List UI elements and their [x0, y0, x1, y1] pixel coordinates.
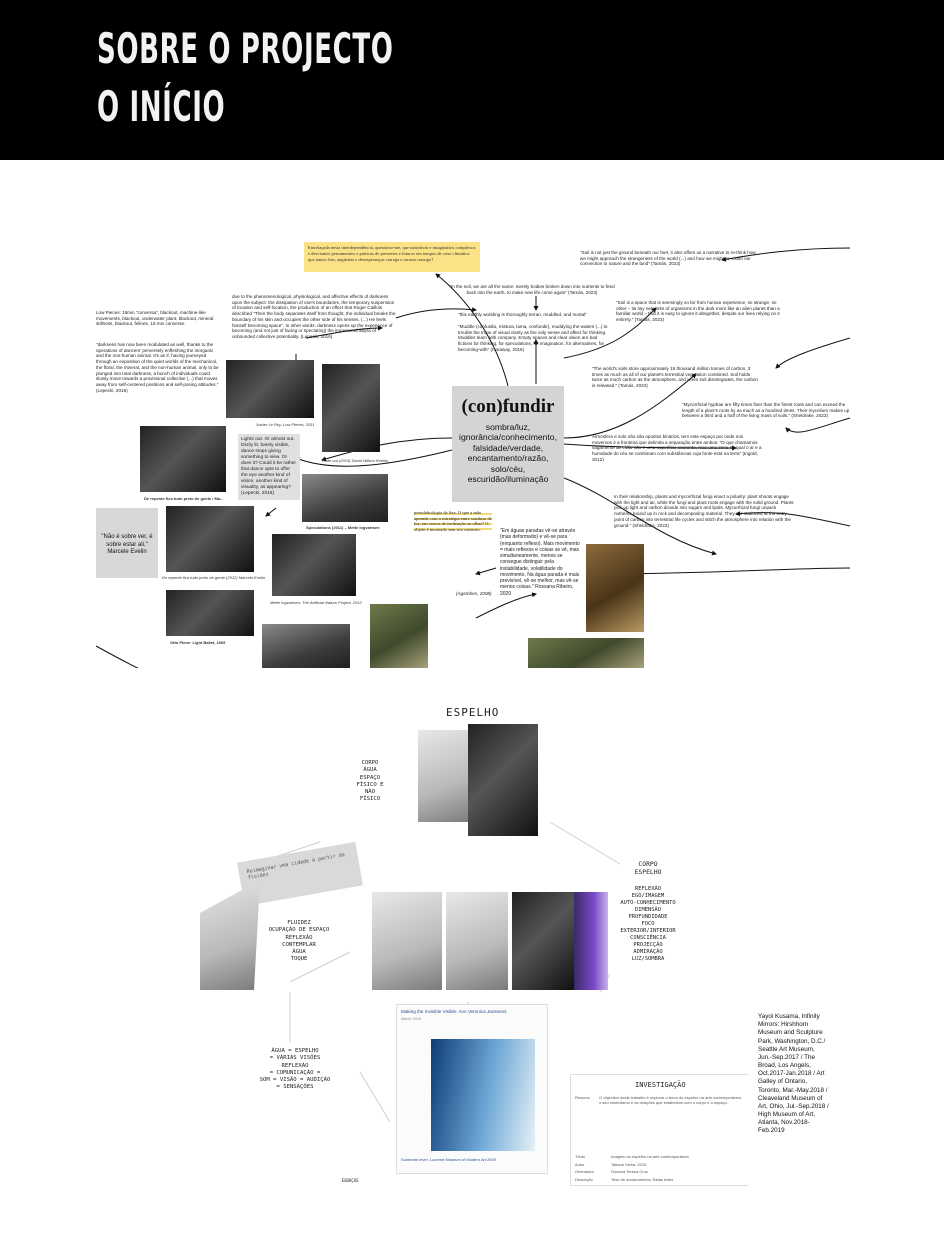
note-soil-space: "Soil is a space that is seemingly so fa… [616, 300, 780, 323]
resumo-label: Resumo [575, 1095, 590, 1100]
note-atmosfera: Atmosfera e solo não são opostos binário… [592, 434, 762, 462]
photo-spheres [262, 624, 350, 668]
research-title: INVESTIGAÇÃO [635, 1081, 686, 1089]
web-article-date: March 2019 [401, 1017, 422, 1021]
table-values: Imagem do espelho na arte contemporânea … [611, 1153, 689, 1183]
espelho-title: ESPELHO [446, 706, 500, 719]
note-low-pieces: Low Pieces: 15min "conversa", blackout, … [96, 310, 214, 327]
resumo-text: O objectivo deste trabalho é explorar o … [599, 1095, 742, 1106]
pair-3: falsidade/verdade, [472, 442, 544, 453]
note-in-the-soil: "In the soil, we are all the same: merel… [449, 284, 615, 295]
note-relationship: In their relationship, plants and mycorr… [614, 494, 794, 528]
photo-de-repente [140, 426, 226, 492]
photo-body-soil [370, 604, 428, 668]
note-carbon: "The world's soils store approximately 1… [592, 366, 758, 389]
center-word: (con)fundir [461, 396, 555, 417]
pair-6: escuridão/iluminação [467, 474, 549, 485]
table-labels: Título Autor Orientador Descrição [575, 1153, 594, 1183]
caption-speculations: Speculations (2011) – Mette Ingvartsen [306, 525, 380, 530]
kusama-caption: Yayoi Kusama, Infinity Mirrors: Hirshhor… [758, 1013, 829, 1135]
center-concept-card: (con)fundir sombra/luz, ignorância/conhe… [452, 386, 564, 502]
caption-de-repente: De repente fica tudo preto de gente / Ma… [144, 496, 224, 501]
value-titulo: Imagem do espelho na arte contemporânea [611, 1154, 689, 1159]
center-pairs: sombra/luz, ignorância/conhecimento, fal… [452, 422, 564, 485]
mind-map-arrows [96, 247, 850, 668]
note-hyphae: "Mycorrhizal hyphae are fifty times fine… [682, 402, 850, 419]
page-header: SOBRE O PROJECTO O INÍCIO [0, 0, 944, 160]
footer-small-label: ESBOÇOS [341, 1178, 359, 1183]
note-aguas: "Em águas paradas vê-se através (mas def… [500, 528, 580, 597]
label-equation: ÁGUA = ESPELHO = VÁRIAS VISÕES REFLEXÃO … [259, 1048, 331, 1091]
note-lights-out: Lights out. Or almost out. Dimly lit, ba… [241, 437, 296, 496]
caption-artificial-nature: Mette Ingvartsen, The Artificial Nature … [270, 600, 362, 605]
photo-blue-panels [431, 1039, 535, 1151]
photo-mirror-floor [468, 724, 538, 836]
label-fluidez: FLUIDEZ OCUPAÇÃO DE ESPAÇO REFLEXÃO CONT… [268, 920, 330, 963]
label-orientador: Orientador [575, 1169, 594, 1175]
label-concepts: REFLEXÃO EGO/IMAGEM AUTO-CONHECIMENTO DI… [620, 886, 676, 963]
label-titulo: Título [575, 1154, 586, 1159]
value-autor: Tatiana Vieira, 2015 [611, 1161, 647, 1167]
photo-speculations [302, 474, 388, 522]
pair-5: solo/céu, [490, 463, 526, 474]
web-article-title: Making the Invisible Visible: Ann Veroni… [401, 1009, 507, 1014]
label-corpo-agua: CORPO ÁGUA ESPAÇO FÍSICO E NÃO FÍSICO [356, 760, 384, 803]
photo-landscape [528, 638, 644, 668]
note-earthly: "this earthly worlding is thoroughly ter… [458, 312, 587, 317]
caption-light-ballet: Otto Piene: Light Ballet, 1969 [170, 640, 226, 645]
yellow-highlight-note: Entrelaçada nesta interdependência, ques… [304, 242, 480, 272]
note-darkness: "darkness has now been modulated as well… [96, 342, 219, 393]
pair-2: ignorância/conhecimento, [459, 432, 557, 443]
espelho-section: ESPELHO CORPO ÁGUA ESPAÇO FÍSICO E NÃO F… [200, 702, 748, 1186]
photo-mirror-hand [418, 730, 474, 822]
header-title: SOBRE O PROJECTO [97, 24, 394, 73]
photo-gallery-4 [574, 892, 608, 990]
label-descricao: Descrição [575, 1176, 593, 1182]
note-yellow-text: pseudobiologia da lixa. O que a mão apre… [414, 510, 492, 533]
photo-mud-figure [586, 544, 644, 632]
photo-de-repente-2 [166, 506, 254, 572]
research-panel: INVESTIGAÇÃO Resumo O objectivo deste tr… [570, 1074, 748, 1186]
label-corpo-espelho: CORPO ESPELHO [634, 860, 662, 877]
photo-gallery-2 [446, 892, 508, 990]
caption-de-repente-2: De repente fica tudo preto de gente (201… [162, 575, 265, 580]
quote-card-evelin: "Não é sobre ver, é sobre estar ali." Ma… [96, 508, 158, 578]
value-orientador: Doutora Teresa Cruz [611, 1169, 648, 1175]
note-phenomenological: due to the phenomenological, physiologic… [232, 294, 396, 340]
caption-low-pieces: Xavier Le Roy, Low Pieces, 2011 [256, 422, 315, 427]
photo-artificial-nature [272, 534, 356, 596]
note-lights-out-card: Lights out. Or almost out. Dimly lit, ba… [238, 434, 300, 500]
photo-low-pieces [226, 360, 314, 418]
mind-map-board: Entrelaçada nesta interdependência, ques… [96, 238, 850, 668]
pair-4: encantamento/razão, [467, 453, 549, 464]
photo-light-ballet [166, 590, 254, 636]
label-autor: Autor [575, 1161, 585, 1167]
header-subtitle: O INÍCIO [97, 82, 226, 131]
photo-gallery-1 [372, 892, 442, 990]
value-descricao: Tese de doutoramento, Belas Artes [611, 1176, 674, 1182]
note-not-just-ground: "Soil is not just the ground beneath our… [580, 250, 756, 267]
note-yellow-ref: (Agamben, 2008) [456, 591, 492, 596]
photo-gallery-3 [512, 892, 574, 990]
pair-1: sombra/luz, [485, 422, 531, 432]
web-article-panel: Making the Invisible Visible: Ann Veroni… [396, 1004, 548, 1174]
web-article-caption: Sunbeam lever, Lucerne Museum of Modern … [401, 1157, 496, 1162]
caption-fade-out: Fade out (2015) David Wilson Keeley [322, 458, 389, 463]
photo-fade-out [322, 364, 380, 452]
note-muddle: "Muddle (confusão, mistura, lama, confun… [458, 324, 608, 352]
